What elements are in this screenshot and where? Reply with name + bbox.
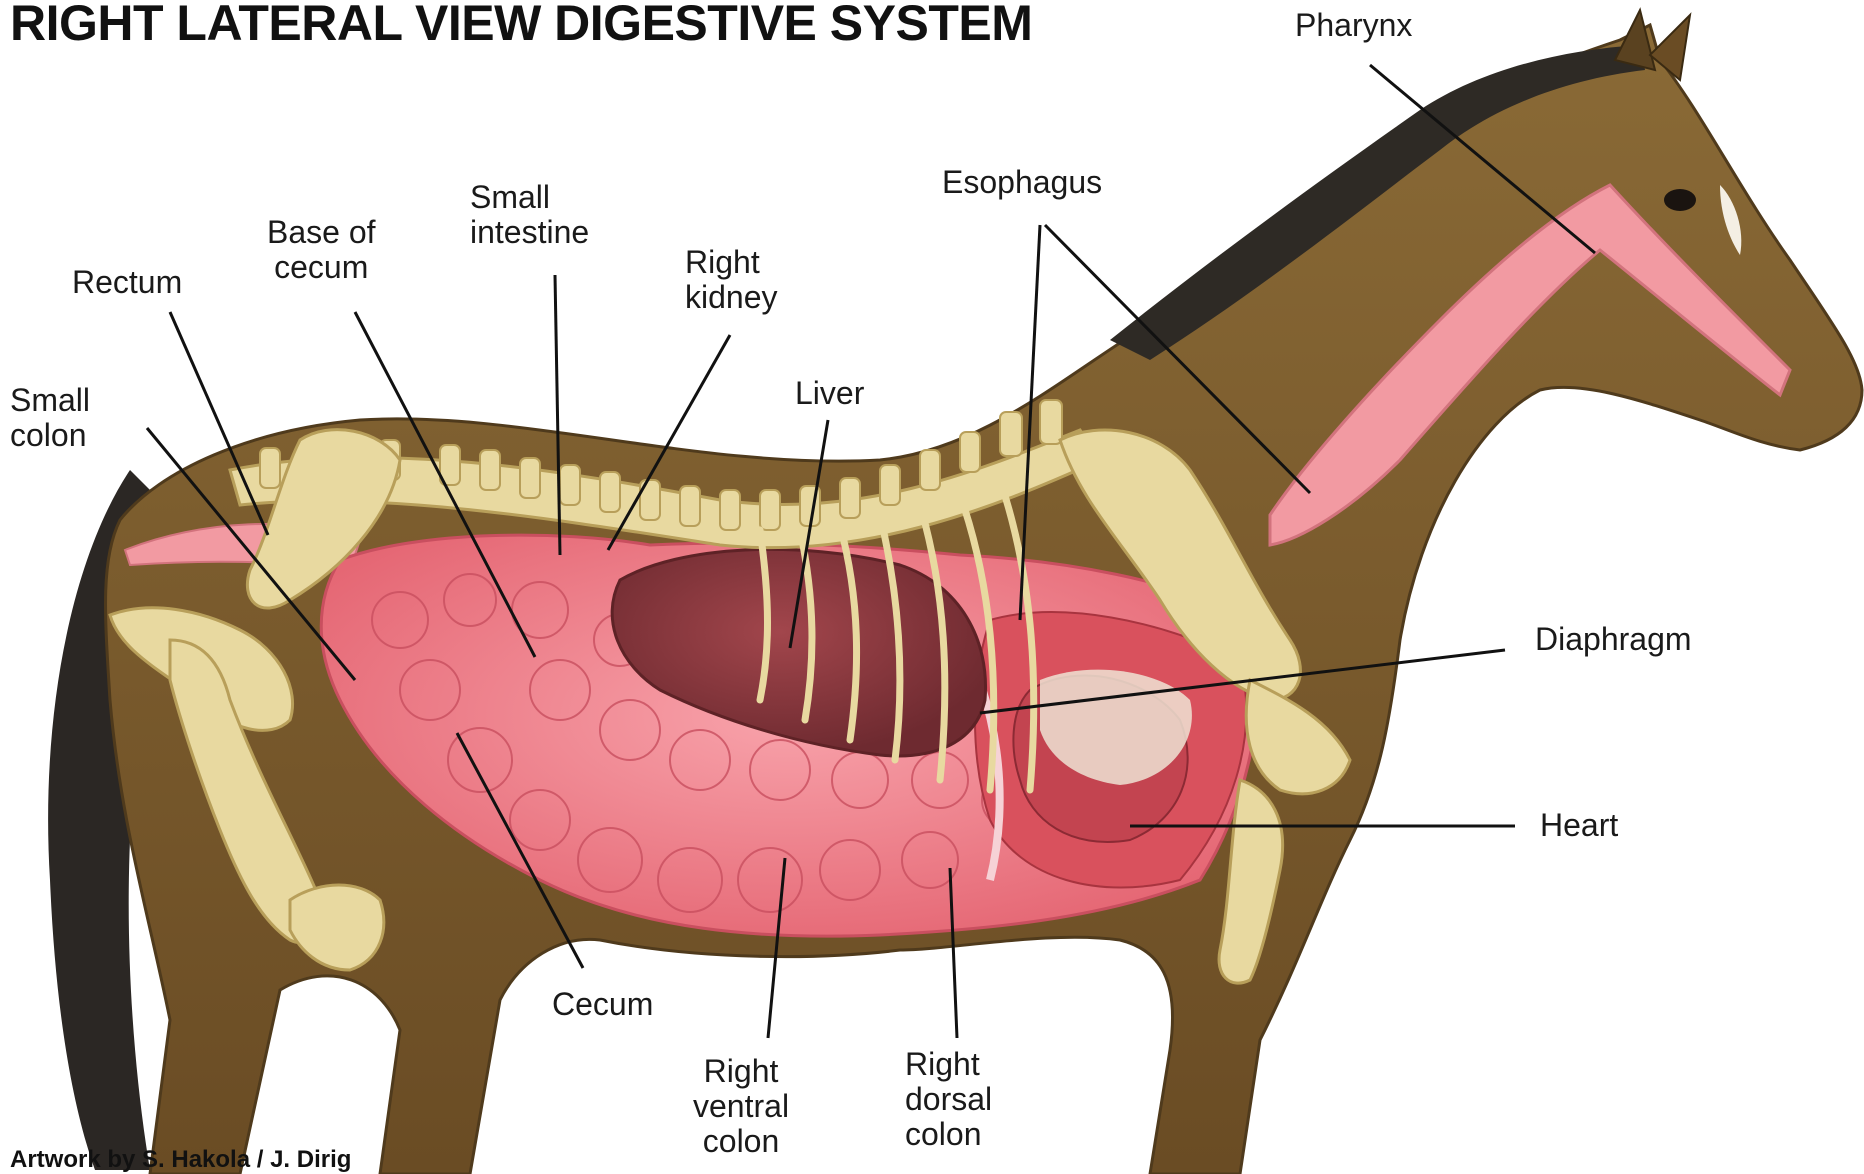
leader-line-right-dorsal-colon (950, 868, 957, 1038)
label-right-dorsal-colon: Right dorsal colon (905, 1047, 992, 1152)
page-title: RIGHT LATERAL VIEW DIGESTIVE SYSTEM (10, 0, 1032, 52)
label-diaphragm: Diaphragm (1535, 622, 1692, 657)
leader-line-small-colon (147, 428, 355, 680)
label-base-of-cecum: Base of cecum (267, 215, 376, 285)
leader-line-liver (790, 420, 828, 648)
leader-line-pharynx (1370, 65, 1595, 253)
label-heart: Heart (1540, 808, 1618, 843)
leader-line-cecum (457, 733, 583, 968)
leader-line-esophagus-2 (1045, 225, 1310, 493)
artwork-credit: Artwork by S. Hakola / J. Dirig (10, 1146, 351, 1174)
label-right-kidney: Right kidney (685, 245, 778, 315)
label-small-intestine: Small intestine (470, 180, 589, 250)
label-small-colon: Small colon (10, 383, 90, 453)
label-pharynx: Pharynx (1295, 8, 1412, 43)
leader-line-right-ventral-colon (768, 858, 785, 1038)
label-esophagus: Esophagus (942, 165, 1102, 200)
leader-line-rectum (170, 312, 268, 535)
leader-line-base-of-cecum (355, 312, 535, 657)
label-rectum: Rectum (72, 265, 182, 300)
label-liver: Liver (795, 376, 864, 411)
label-cecum: Cecum (552, 987, 653, 1022)
leader-line-diaphragm (980, 650, 1505, 713)
leader-line-esophagus-1 (1020, 225, 1040, 620)
leader-line-small-intestine (555, 275, 560, 555)
label-right-ventral-colon: Right ventral colon (693, 1054, 789, 1159)
leader-line-right-kidney (608, 335, 730, 550)
